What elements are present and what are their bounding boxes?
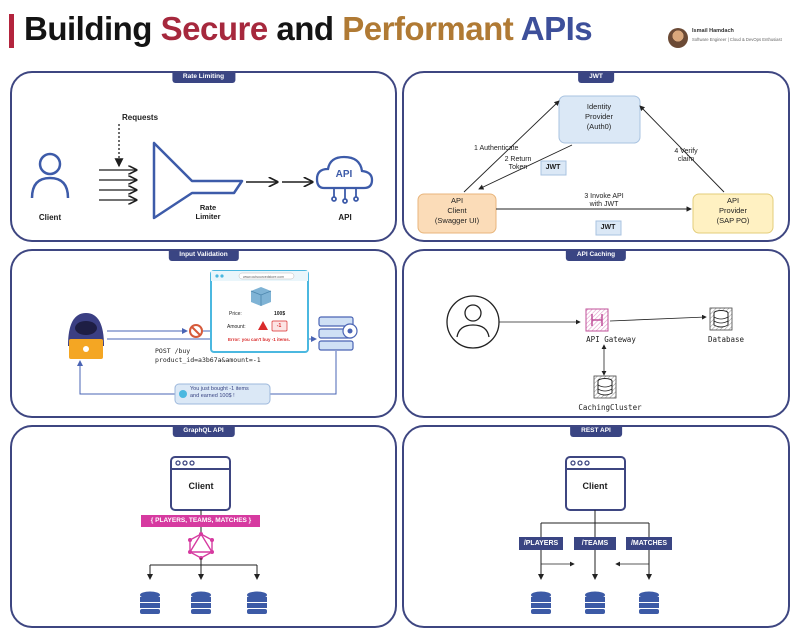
title-part: Building <box>24 10 152 47</box>
author-role: Software Engineer | Cloud & DevOps Enthu… <box>692 37 782 42</box>
blocked-icon <box>189 324 203 338</box>
title-part: Performant <box>342 10 514 47</box>
database-icon <box>140 591 160 614</box>
endpoint-teams-badge <box>574 537 616 550</box>
cache-cluster-icon <box>593 375 617 399</box>
amount-label: Amount: <box>227 324 246 330</box>
jwt-diagram <box>417 95 774 236</box>
amount-field <box>271 320 288 332</box>
rest-panel: REST API <box>402 425 790 628</box>
step-invoke-api: 3 Invoke API with JWT <box>584 193 624 208</box>
response-bubble <box>174 383 271 405</box>
api-client-box <box>417 193 497 234</box>
jwt-badge-text: JWT <box>600 224 616 231</box>
jwt-badge <box>595 220 622 236</box>
endpoint-players-label: /PLAYERS <box>523 539 559 547</box>
rate-limiting-panel: Rate Limiting Requests Clien <box>10 71 397 242</box>
author-block: Ismail Hamdach Software Engineer | Cloud… <box>668 26 798 50</box>
client-label: Client <box>582 481 608 491</box>
api-provider-box <box>692 193 774 234</box>
panel-label: Input Validation <box>168 251 239 261</box>
client-window <box>170 456 231 511</box>
user-icon <box>30 152 70 199</box>
query-text: { PLAYERS, TEAMS, MATCHES } <box>150 516 252 524</box>
browser-url: www.outsourcedstore.com <box>243 274 285 279</box>
funnel-icon <box>152 141 244 220</box>
jwt-badge <box>540 160 567 176</box>
rate-limiting-diagram <box>30 124 374 220</box>
title-part: and <box>276 10 334 47</box>
avatar <box>668 28 688 48</box>
graphql-panel: GraphQL API <box>10 425 397 628</box>
database-icon <box>639 591 659 614</box>
query-badge <box>141 515 260 527</box>
price-label: Price: <box>229 311 242 317</box>
user-icon <box>446 295 500 349</box>
panel-label: Rate Limiting <box>171 73 236 83</box>
title-accent-bar <box>9 14 14 48</box>
api-client-label: API Client (Swagger UI) <box>434 196 480 225</box>
api-caching-diagram <box>446 295 733 399</box>
database-icon <box>191 591 211 614</box>
database-icon <box>709 307 733 331</box>
check-icon <box>179 390 187 398</box>
jwt-badge-text: JWT <box>545 164 561 171</box>
panel-label: API Caching <box>565 251 627 261</box>
jwt-panel: JWT Identity Provider (Auth0) API Client… <box>402 71 790 242</box>
identity-provider-label: Identity Provider (Auth0) <box>585 102 613 131</box>
endpoint-matches-label: /MATCHES <box>630 539 668 547</box>
endpoint-teams-label: /TEAMS <box>581 539 609 547</box>
client-label: Client <box>38 213 62 222</box>
input-validation-panel: Input Validation <box>10 249 397 418</box>
server-icon <box>318 316 358 351</box>
api-provider-label: API Provider (SAP PO) <box>716 196 750 225</box>
amount-value: -1 <box>276 323 282 329</box>
panel-label: GraphQL API <box>172 427 235 437</box>
rest-diagram <box>519 456 672 614</box>
api-caching-panel: API Caching <box>402 249 790 418</box>
request-body: product_id=a3b67a&amount=-1 <box>155 356 261 364</box>
response-text: You just bought -1 items and earned 100$… <box>190 386 249 399</box>
database-icon <box>585 591 605 614</box>
database-label: Database <box>707 335 745 344</box>
step-authenticate: 1 Authenticate <box>474 145 519 152</box>
endpoint-matches-badge <box>626 537 672 550</box>
api-gateway-label: API Gateway <box>586 335 636 344</box>
cloud-api-text: API <box>335 169 353 180</box>
database-icon <box>247 591 267 614</box>
panel-label: JWT <box>578 73 614 83</box>
title-part: Secure <box>160 10 269 47</box>
client-label: Client <box>188 481 214 491</box>
caching-cluster-label: CachingCluster <box>578 403 642 412</box>
product-box-icon <box>250 287 272 306</box>
request-arrows <box>99 124 136 200</box>
api-gateway-icon <box>585 308 609 332</box>
rate-limiter-label: Rate Limiter <box>195 203 221 221</box>
graphql-diagram <box>140 456 267 614</box>
graphql-logo-icon <box>188 532 214 559</box>
endpoint-players-badge <box>519 537 563 550</box>
step-return-token: 2 Return Token <box>504 156 532 171</box>
price-value: 100$ <box>274 311 286 317</box>
hacker-icon <box>68 313 104 359</box>
title-part: APIs <box>520 10 593 47</box>
request-method: POST /buy <box>155 347 191 355</box>
warning-icon <box>258 321 268 330</box>
page-title: Building Secure and Performant APIs <box>24 10 593 48</box>
requests-label: Requests <box>122 113 159 122</box>
error-message: Error: you can't buy -1 items. <box>227 337 291 342</box>
author-name: Ismail Hamdach <box>692 28 734 34</box>
panel-label: REST API <box>570 427 622 437</box>
identity-provider-box <box>558 95 641 144</box>
cloud-connectors <box>331 188 359 204</box>
database-icon <box>531 591 551 614</box>
cloud-icon <box>315 155 374 190</box>
step-verify-claim: 4 Verify claim <box>674 148 698 163</box>
api-label: API <box>338 213 352 222</box>
input-validation-diagram <box>68 270 358 405</box>
